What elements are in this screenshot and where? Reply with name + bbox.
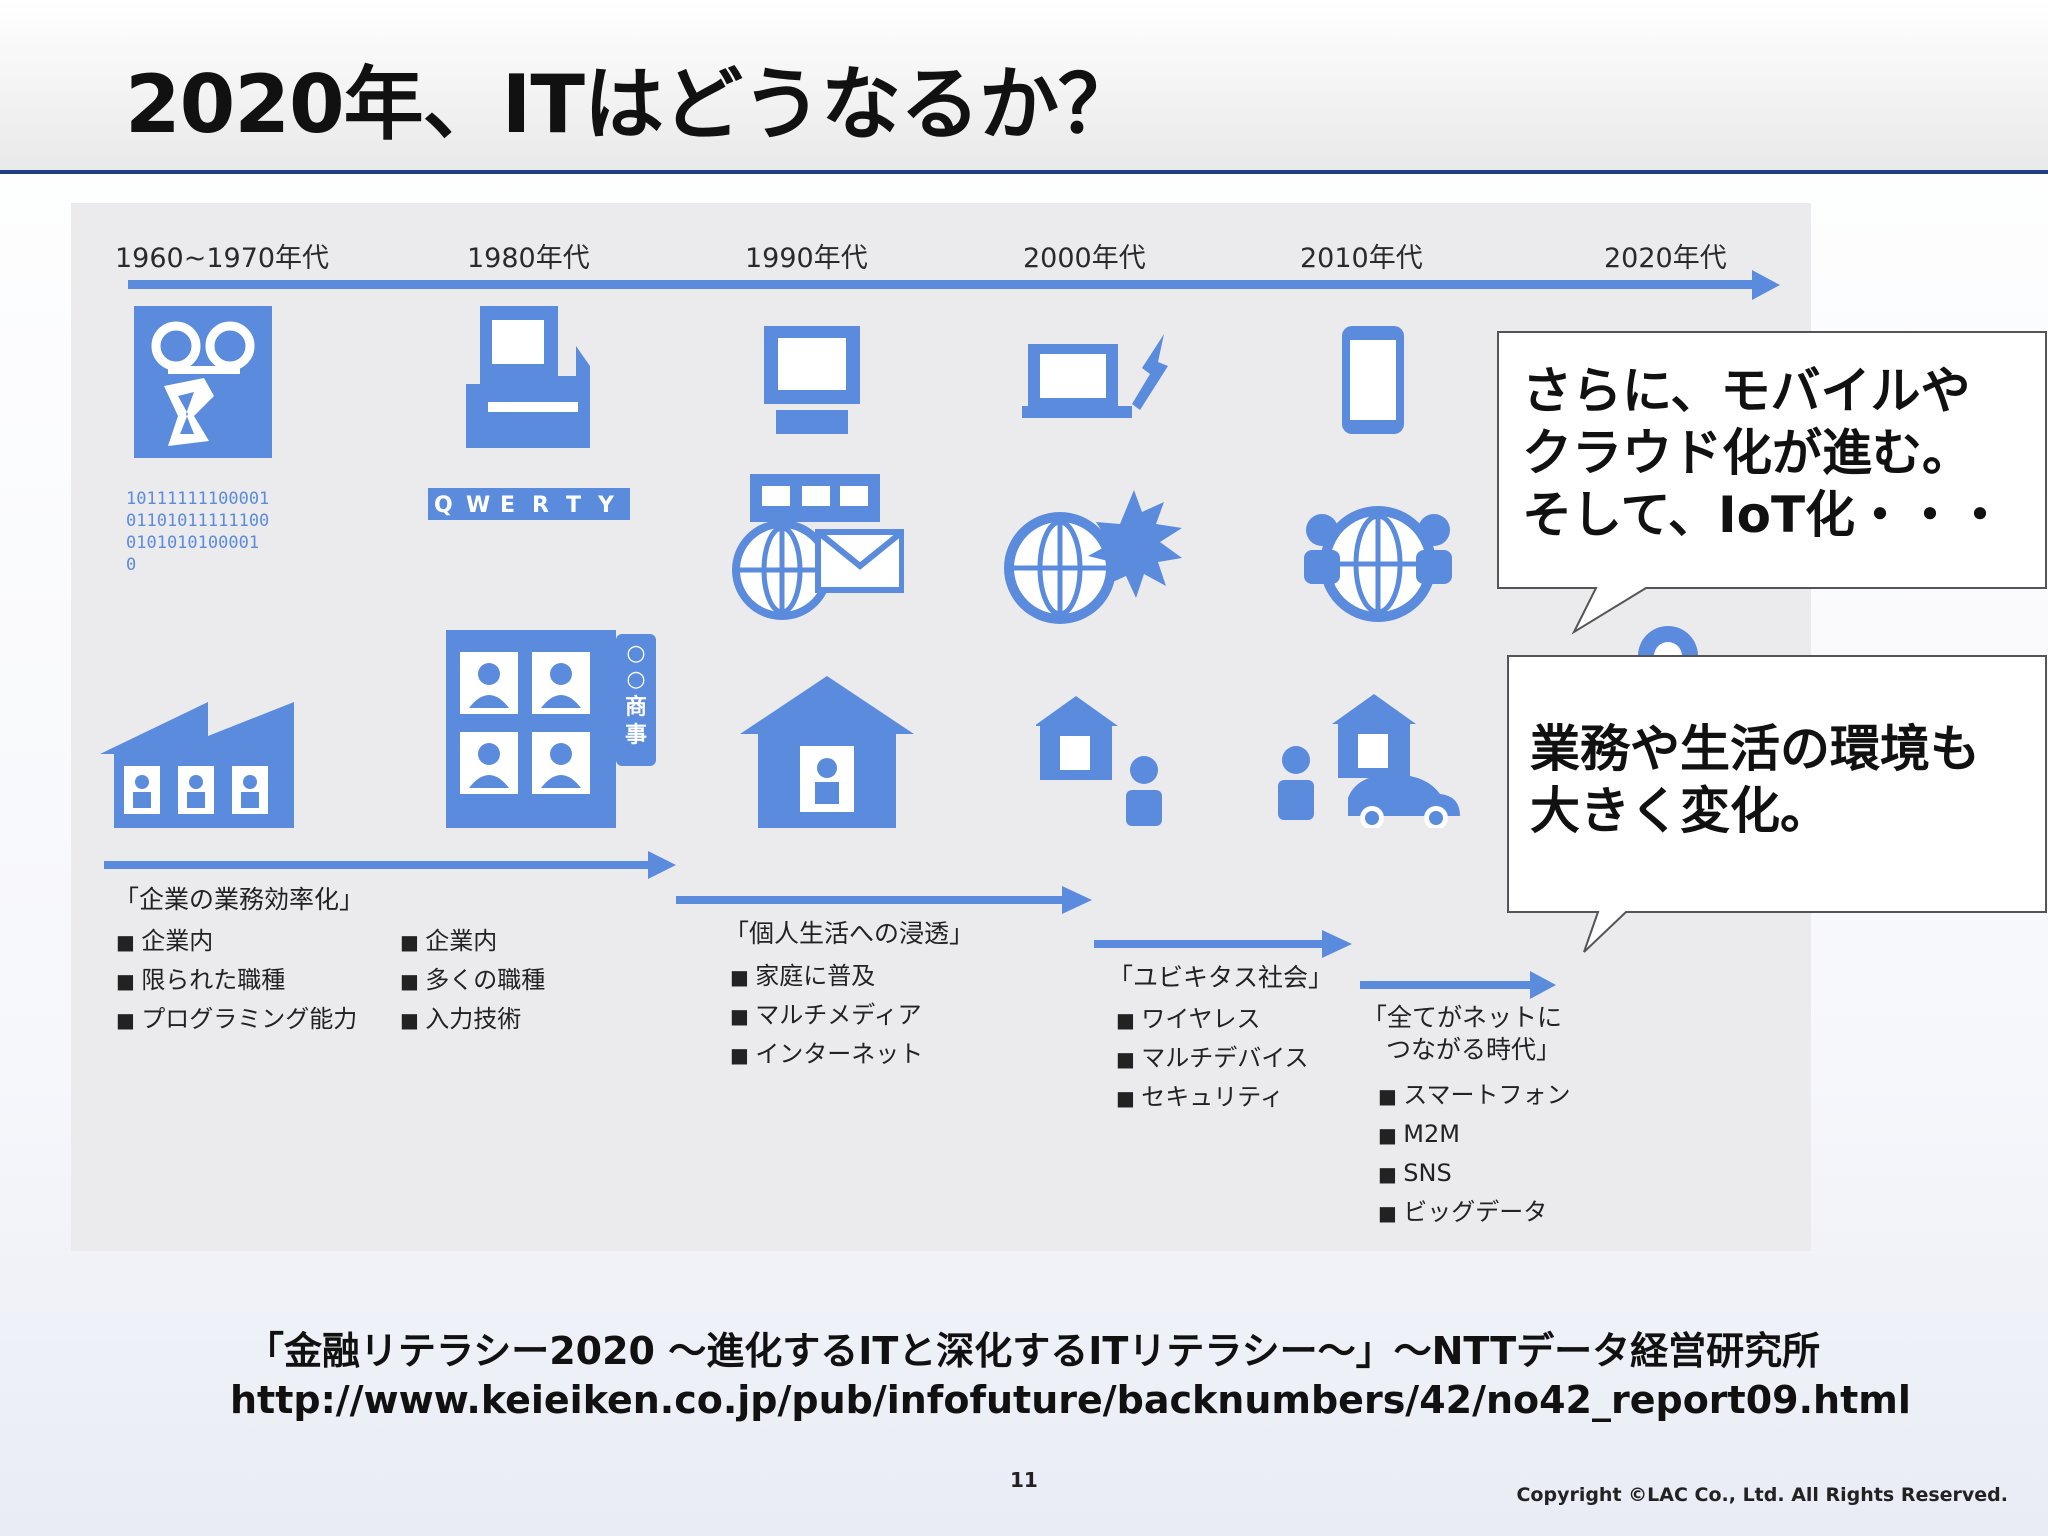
era-arrow-2-shaft (676, 896, 1076, 904)
era-1-title: 「企業の業務効率化」 (114, 885, 365, 914)
callout-bubble-1 (1497, 331, 2047, 635)
sign-char-3: 商 (625, 694, 647, 720)
era-arrow-3-shaft (1094, 940, 1334, 948)
sign-char-4: 事 (625, 722, 647, 748)
globe-virus-icon (1004, 490, 1182, 624)
cloud-icon-partial (1638, 626, 1698, 656)
decade-label-1990s: 1990年代 (745, 243, 868, 274)
list-item: 入力技術 (400, 1000, 545, 1039)
callout-2-line: 業務や生活の環境も (1530, 720, 1980, 778)
callout-bubble-2 (1507, 655, 2047, 953)
list-item: マルチメディア (730, 996, 923, 1035)
decade-label-2010s: 2010年代 (1300, 243, 1423, 274)
list-item: スマートフォン (1378, 1076, 1570, 1115)
smartphone-icon (1342, 326, 1404, 434)
era-arrow-4-shaft (1360, 981, 1542, 989)
terminal-icon (466, 306, 590, 448)
slide-header: 2020年、ITはどうなるか？ (0, 0, 2048, 174)
main-timeline-arrow-shaft (128, 280, 1768, 289)
era-4-title-line1: 「全てがネットに (1362, 1003, 1563, 1032)
era-arrow-4-head (1530, 971, 1556, 999)
tape-reel-icon (134, 306, 272, 458)
list-item: プログラミング能力 (116, 1000, 357, 1039)
list-item: インターネット (730, 1035, 923, 1074)
era-3-title: 「ユビキタス社会」 (1108, 963, 1334, 992)
list-item: M2M (1378, 1115, 1571, 1154)
era-1-list-b: 企業内 多くの職種 入力技術 (400, 922, 545, 1039)
copyright-notice: Copyright ©LAC Co., Ltd. All Rights Rese… (1516, 1484, 2008, 1506)
era-1-list-a: 企業内 限られた職種 プログラミング能力 (116, 922, 357, 1039)
list-item: セキュリティ (1116, 1078, 1309, 1117)
list-item: 企業内 (400, 922, 545, 961)
era-arrow-3-head (1322, 930, 1352, 958)
home-person-icon (740, 676, 914, 828)
globe-mail-icon (732, 474, 904, 620)
list-item: ワイヤレス (1116, 1000, 1309, 1039)
callout-2-line: 大きく変化。 (1530, 782, 1830, 840)
key-e: E (500, 493, 515, 518)
person-house-car-icon (1278, 694, 1460, 828)
decade-label-1980s: 1980年代 (467, 243, 590, 274)
key-r: R (532, 493, 549, 518)
callout-1-line: クラウド化が進む。 (1522, 424, 1972, 482)
qwerty-keyboard-icon: Q W E R T Y (428, 488, 630, 520)
list-item: SNS (1378, 1154, 1571, 1193)
era-3-list: ワイヤレス マルチデバイス セキュリティ (1116, 1000, 1309, 1117)
callout-1-line: さらに、モバイルや (1522, 362, 1971, 420)
era-2-title: 「個人生活への浸透」 (724, 919, 975, 948)
decade-label-2020s: 2020年代 (1604, 243, 1727, 274)
company-sign-icon: ○ ○ 商 事 (616, 634, 656, 766)
decade-label-1960s: 1960~1970年代 (115, 243, 330, 274)
era-4-list: スマートフォン M2M SNS ビッグデータ (1378, 1076, 1571, 1232)
key-t: T (566, 493, 581, 518)
callout-1-line: そして、IoT化・・・ (1522, 486, 2006, 544)
era-2-list: 家庭に普及 マルチメディア インターネット (730, 957, 923, 1074)
sign-char-2: ○ (626, 667, 645, 692)
list-item: マルチデバイス (1116, 1039, 1308, 1078)
callout-1-text: さらに、モバイルや クラウド化が進む。 そして、IoT化・・・ (1522, 360, 2005, 546)
key-q: Q (434, 493, 453, 518)
slide-title: 2020年、ITはどうなるか？ (125, 58, 1138, 151)
main-timeline-arrow-head (1752, 270, 1780, 300)
decade-label-2000s: 2000年代 (1023, 243, 1146, 274)
factory-icon (100, 702, 294, 828)
list-item: 家庭に普及 (730, 957, 923, 996)
list-item: 多くの職種 (400, 961, 545, 1000)
era-arrow-1-shaft (104, 861, 664, 869)
key-y: Y (597, 493, 615, 518)
house-person-icon (1036, 696, 1162, 826)
laptop-pen-icon (1022, 334, 1168, 418)
list-item: 企業内 (116, 922, 357, 961)
list-item: ビッグデータ (1378, 1193, 1571, 1232)
key-w: W (466, 493, 490, 518)
globe-people-icon (1304, 506, 1452, 622)
binary-text: 10111111100001 01101011111100 0101010100… (126, 489, 270, 575)
callout-2-text: 業務や生活の環境も 大きく変化。 (1530, 718, 1980, 842)
era-arrow-2-head (1062, 886, 1092, 914)
source-url[interactable]: http://www.keieiken.co.jp/pub/infofuture… (230, 1378, 1911, 1422)
source-citation: 「金融リテラシー2020 ～進化するITと深化するITリテラシー～」～NTTデー… (246, 1329, 1821, 1373)
office-building-icon (446, 630, 616, 828)
list-item: 限られた職種 (116, 961, 357, 1000)
desktop-pc-icon (764, 326, 860, 434)
sign-char-1: ○ (626, 641, 645, 666)
page-number: 11 (1010, 1468, 1038, 1492)
era-4-title-line2: つながる時代」 (1386, 1035, 1562, 1064)
era-arrow-1-head (648, 851, 676, 879)
timeline-arrows (104, 270, 1780, 999)
